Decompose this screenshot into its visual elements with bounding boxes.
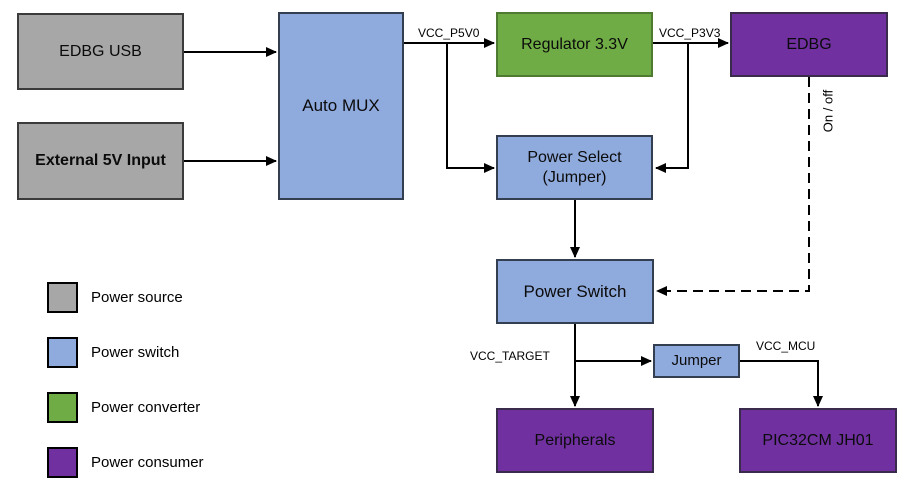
- netlabel-vcc-mcu: VCC_MCU: [756, 339, 816, 353]
- block-power-switch-label: Power Switch: [523, 281, 627, 301]
- wire-edbg-onoff-powerswitch: [656, 77, 810, 296]
- legend-swatch-power-consumer: [47, 447, 78, 478]
- block-pic32cm-jh01-label: PIC32CM JH01: [762, 431, 874, 449]
- legend-swatch-power-source: [47, 282, 78, 313]
- legend-label-power-converter: Power converter: [91, 399, 201, 416]
- legend-item-power-converter: Power converter: [47, 392, 200, 423]
- block-peripherals-label: Peripherals: [534, 431, 616, 449]
- wire-p3v3-powerselect: [655, 43, 689, 173]
- block-auto-mux-label: Auto MUX: [302, 96, 380, 116]
- block-peripherals: Peripherals: [496, 408, 654, 473]
- block-auto-mux: Auto MUX: [278, 12, 404, 200]
- block-power-switch: Power Switch: [496, 259, 654, 324]
- block-regulator-3v3: Regulator 3.3V: [496, 12, 653, 77]
- block-external-5v-input-label: External 5V Input: [35, 152, 166, 169]
- block-edbg: EDBG: [730, 12, 888, 77]
- netlabel-on-off: On / off: [820, 89, 836, 133]
- block-pic32cm-jh01: PIC32CM JH01: [739, 408, 897, 473]
- legend-item-power-consumer: Power consumer: [47, 447, 204, 478]
- block-regulator-3v3-label: Regulator 3.3V: [521, 35, 628, 53]
- block-power-select: Power Select (Jumper): [496, 135, 653, 200]
- legend-swatch-power-converter: [47, 392, 78, 423]
- block-jumper: Jumper: [653, 344, 740, 378]
- legend-label-power-source: Power source: [91, 289, 183, 306]
- netlabel-vcc-p3v3: VCC_P3V3: [659, 26, 721, 40]
- block-edbg-label: EDBG: [786, 35, 832, 53]
- block-power-select-label-line1: Power Select: [527, 148, 622, 166]
- legend-label-power-consumer: Power consumer: [91, 454, 204, 471]
- legend-label-power-switch: Power switch: [91, 344, 180, 361]
- block-jumper-label: Jumper: [671, 351, 722, 369]
- netlabel-vcc-p5v0: VCC_P5V0: [418, 26, 480, 40]
- legend-item-power-switch: Power switch: [47, 337, 179, 368]
- wire-p5v0-powerselect: [446, 43, 495, 173]
- legend-item-power-source: Power source: [47, 282, 183, 313]
- legend-swatch-power-switch: [47, 337, 78, 368]
- block-power-select-label-line2: (Jumper): [542, 168, 607, 186]
- block-edbg-usb: EDBG USB: [17, 13, 184, 90]
- block-edbg-usb-label: EDBG USB: [59, 42, 142, 60]
- wire-jumper-pic32cm: [740, 360, 823, 407]
- netlabel-vcc-target: VCC_TARGET: [470, 349, 550, 363]
- block-external-5v-input: External 5V Input: [17, 122, 184, 200]
